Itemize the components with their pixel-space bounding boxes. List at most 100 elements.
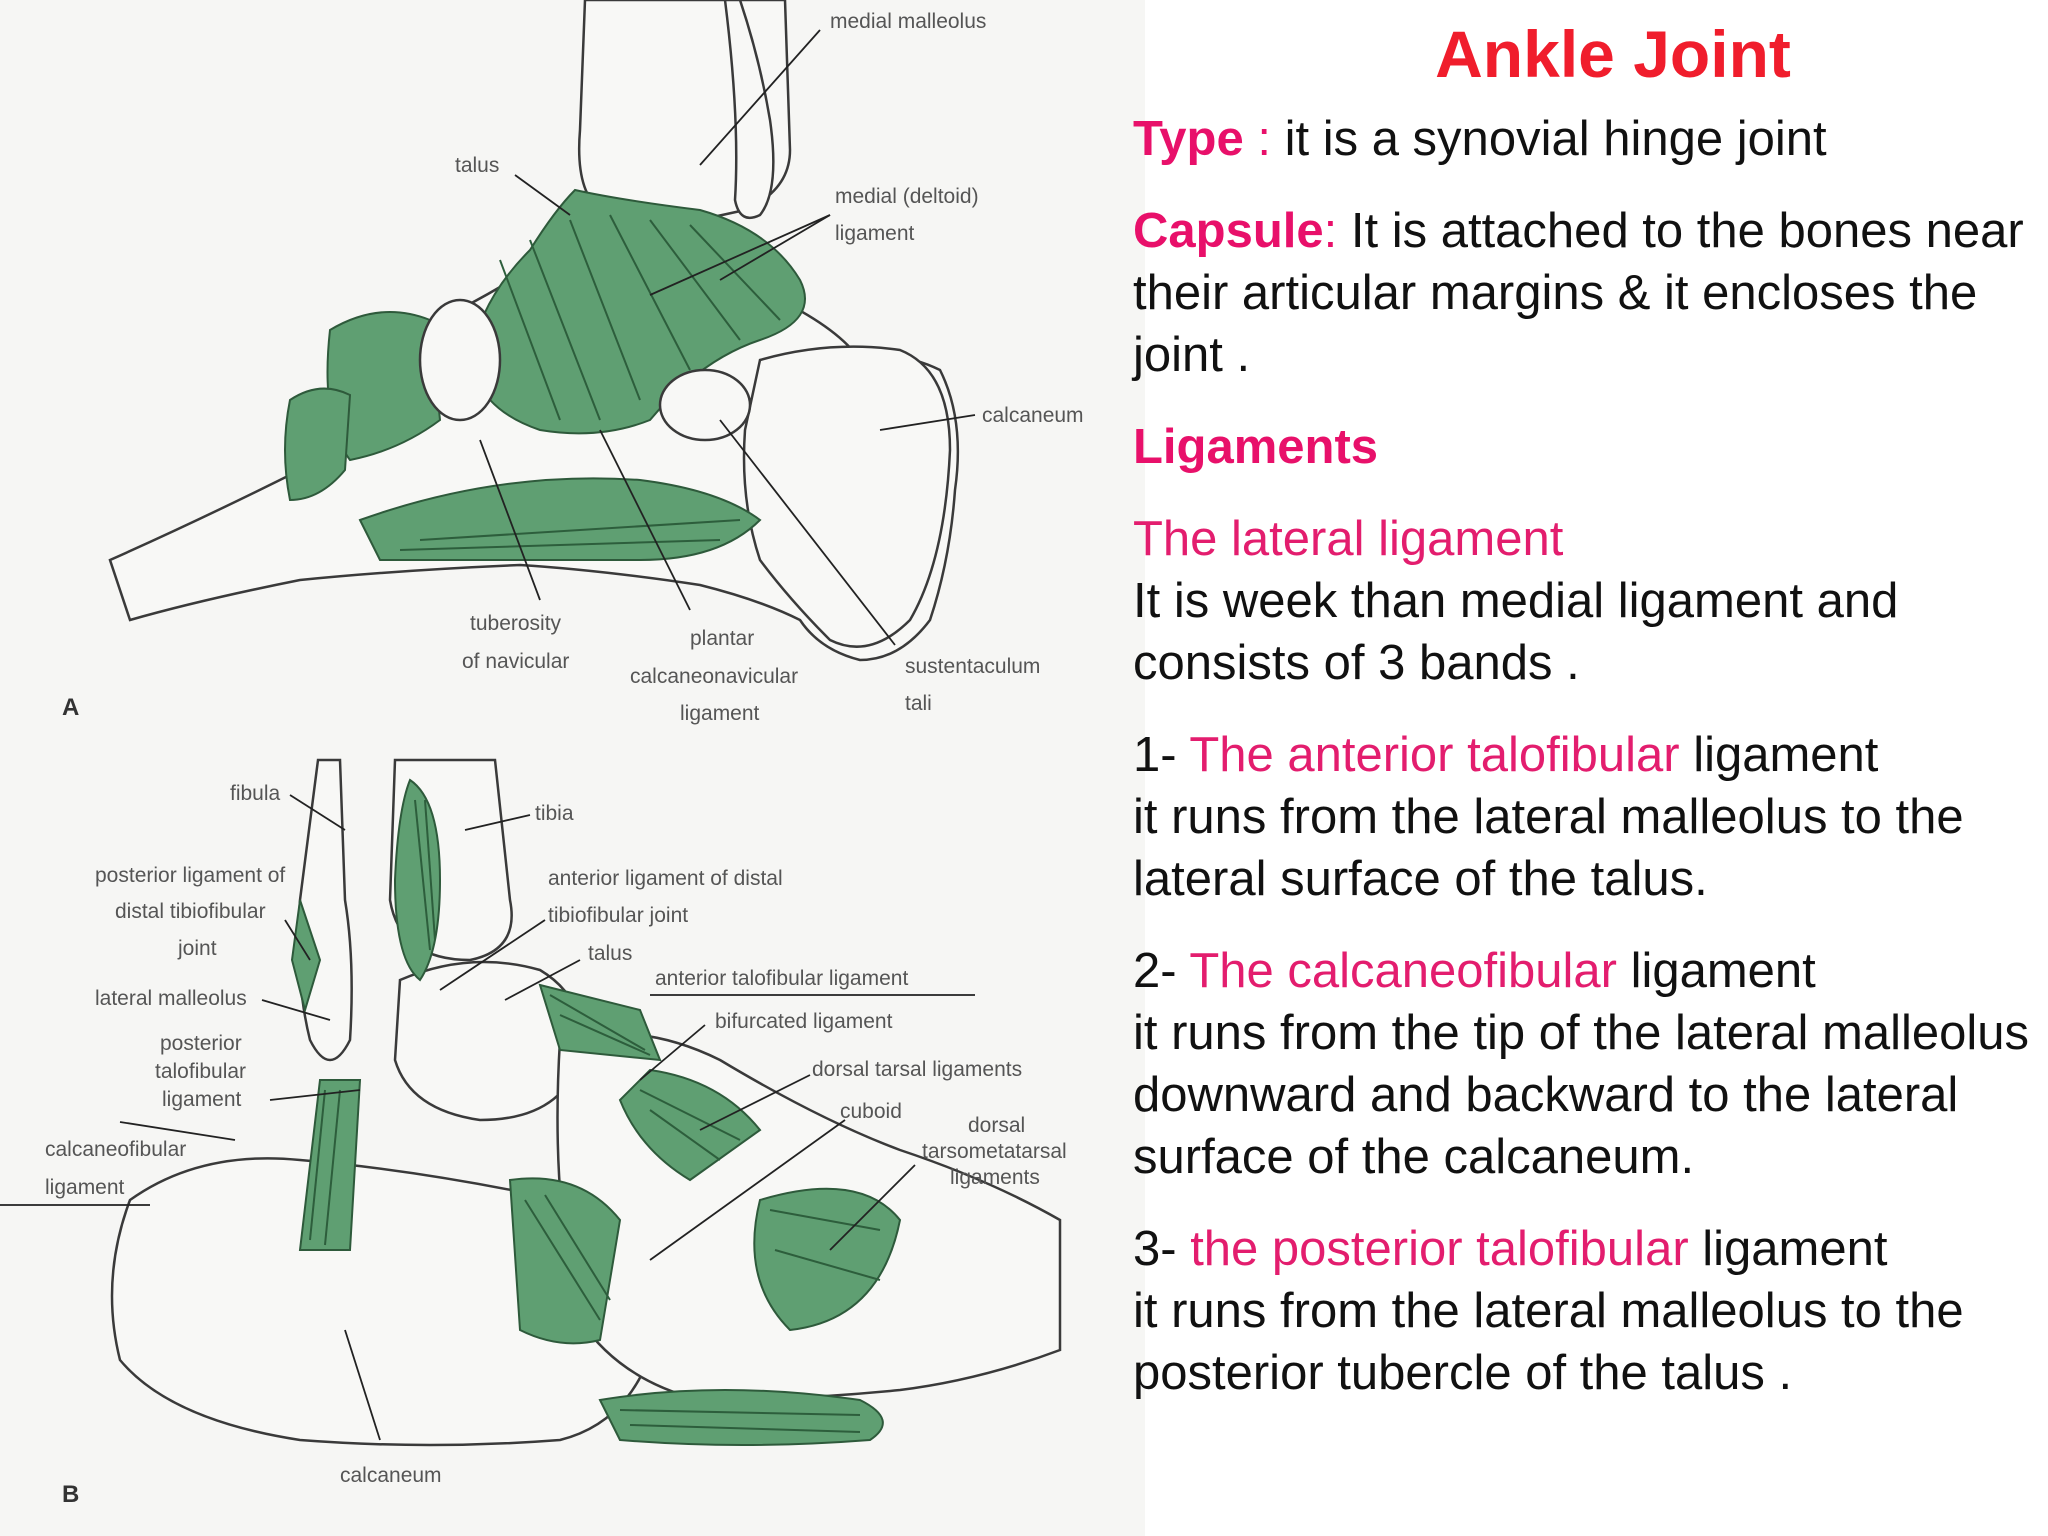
leader-cuboid [649,1119,846,1261]
leader-tuberosity [479,439,541,601]
band-3-number: 3- [1133,1222,1191,1276]
cuneiform-ligament-a [284,387,352,502]
band-3-name: the posterior talofibular [1190,1222,1689,1276]
label-cuboid: cuboid [840,1100,902,1123]
leader-plantar [599,429,691,611]
label-post-talofib-3: ligament [162,1088,242,1111]
label-talus-b: talus [588,942,632,965]
band-3-description: it runs from the lateral malleolus to th… [1133,1284,1964,1400]
sustentaculum-patch-a [658,368,752,442]
label-sustentaculum-1: sustentaculum [905,655,1040,678]
band-3-suffix: ligament [1688,1222,1888,1276]
figure-b-lateral-view: fibula tibia posterior ligament of dista… [0,758,1067,1508]
ligaments-heading: Ligaments [1133,420,1379,474]
band-1-suffix: ligament [1679,728,1879,782]
label-dorsal-tm-1: dorsal [968,1114,1025,1137]
label-anterior-lig-1: anterior ligament of distal [548,867,783,890]
type-separator: : [1243,112,1271,166]
talus-patch-a [418,298,502,422]
type-label: Type [1133,112,1244,166]
label-calcaneofibular-1: calcaneofibular [45,1138,186,1161]
label-bifurcated: bifurcated ligament [715,1010,893,1033]
leader-talus-b [504,959,581,1001]
label-post-talofib-1: posterior [160,1032,242,1055]
label-plantar-1: plantar [690,627,754,650]
leader-talus-a [514,174,571,216]
label-calcaneum-a: calcaneum [982,404,1084,427]
leader-calcaneum-b [344,1329,381,1441]
leader-calcaneum-a [879,414,976,431]
plantar-ligament-a [358,477,762,562]
deltoid-ligament-a [468,188,806,435]
label-fibula: fibula [230,782,281,805]
label-tuberosity-1: tuberosity [470,612,562,635]
label-post-talofib-2: talofibular [155,1060,246,1083]
lateral-ligament-heading: The lateral ligament [1133,512,1564,566]
leader-deltoid-1 [649,214,831,296]
band-2-number: 2- [1133,944,1190,998]
label-plantar-3: ligament [680,702,760,725]
ligament-fibers-b [309,799,881,1433]
leader-lateral-malleolus [261,999,331,1021]
label-dorsal-tm-2: tarsometatarsal [922,1140,1067,1163]
label-posterior-lig-1: posterior ligament of [95,864,285,887]
band-1-paragraph: 1- The anterior talofibular ligament it r… [1133,724,2033,910]
label-medial-malleolus: medial malleolus [830,10,986,33]
leader-calcaneofibular-1 [119,1121,236,1141]
type-paragraph: Type : it is a synovial hinge joint [1133,108,2033,170]
label-plantar-2: calcaneonavicular [630,665,798,688]
capsule-paragraph: Capsule: It is attached to the bones nea… [1133,200,2033,386]
label-talus-a: talus [455,154,499,177]
calcaneofibular-lig-shape [298,1079,362,1251]
calcaneum-bone-a [742,345,952,648]
anatomy-figure-panel: medial malleolus talus medial (deltoid) … [0,0,1145,1536]
leader-bifurcated [639,1024,706,1081]
leader-sustentaculum [719,419,896,646]
label-anterior-lig-2: tibiofibular joint [548,904,688,927]
capsule-label: Capsule [1133,204,1324,258]
capsule-text: It is attached to the bones near their a… [1133,204,2024,382]
ankle-anatomy-illustration: medial malleolus talus medial (deltoid) … [0,0,1084,1508]
label-posterior-lig-2: distal tibiofibular [115,900,266,923]
label-dorsal-tarsal: dorsal tarsal ligaments [812,1058,1022,1081]
band-1-name: The anterior talofibular [1189,728,1680,782]
type-text: it is a synovial hinge joint [1270,112,1827,166]
band-1-number: 1- [1133,728,1190,782]
leader-dorsal-tarsal [699,1074,811,1131]
band-2-description: it runs from the tip of the lateral mall… [1133,1006,2030,1184]
capsule-separator: : [1323,204,1338,258]
panel-letter-b: B [62,1481,79,1508]
band-3-paragraph: 3- the posterior talofibular ligament it … [1133,1218,2033,1404]
leader-fibula [289,794,346,831]
tarsometatarsal-lig-shape [753,1187,902,1332]
leader-dorsal-tm [829,1164,916,1251]
plantar-lig-b [598,1389,884,1446]
leader-deltoid-2 [719,214,831,281]
panel-letter-a: A [62,694,79,721]
label-lateral-malleolus: lateral malleolus [95,987,247,1010]
leader-medial-malleolus [699,29,821,166]
label-posterior-lig-3: joint [177,937,217,960]
label-calcaneum-b: calcaneum [340,1464,442,1487]
label-sustentaculum-2: tali [905,692,932,715]
leader-posterior-lig [284,919,311,961]
slide-title: Ankle Joint [1435,17,1791,91]
figure-a-medial-view: medial malleolus talus medial (deltoid) … [62,0,1084,725]
label-calcaneofibular-2: ligament [45,1176,125,1199]
lateral-ligament-paragraph: The lateral ligament It is week than medi… [1133,508,2033,694]
talus-bone-b [393,960,583,1122]
band-2-name: The calcaneofibular [1189,944,1617,998]
label-deltoid-2: ligament [835,222,915,245]
leader-post-talofibular [269,1089,361,1101]
slide-text-panel: Ankle Joint Type : it is a synovial hing… [1133,12,2033,1512]
band-1-description: it runs from the lateral malleolus to th… [1133,790,1964,906]
leader-tibia [464,814,531,831]
label-dorsal-tm-3: ligaments [950,1166,1040,1189]
label-anterior-talofibular: anterior talofibular ligament [655,967,908,990]
lateral-ligament-text: It is week than medial ligament and cons… [1133,574,1899,690]
label-tuberosity-2: of navicular [462,650,569,673]
leader-anterior-lig [439,919,546,991]
deltoid-fibers-a [399,214,781,551]
label-deltoid-1: medial (deltoid) [835,185,979,208]
